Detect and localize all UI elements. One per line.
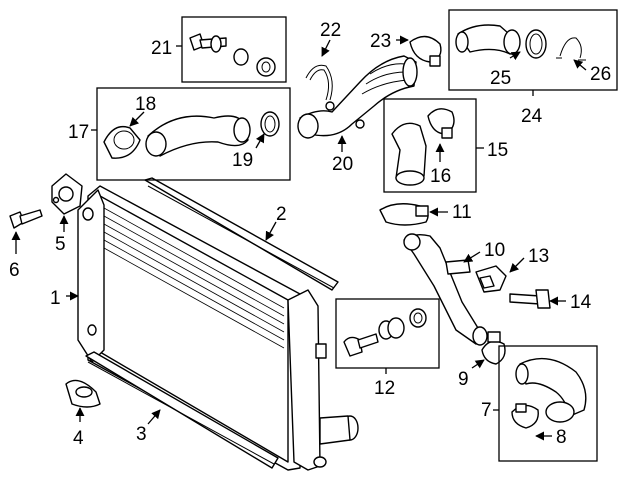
leader-arrows	[11, 35, 587, 441]
hose-kit-17	[96, 87, 291, 181]
label-2: 2	[276, 204, 287, 225]
air-guide-lower	[85, 351, 279, 469]
intercooler	[77, 185, 359, 471]
hose-kit-24	[448, 9, 618, 91]
bolt-14	[509, 289, 551, 309]
label-5: 5	[55, 234, 66, 255]
label-1: 1	[50, 288, 61, 309]
label-16: 16	[430, 166, 451, 187]
label-3: 3	[136, 424, 147, 445]
rubber-mount	[65, 379, 101, 408]
core-fins	[103, 207, 285, 349]
label-4: 4	[73, 428, 84, 449]
charge-pipe-20	[297, 55, 418, 139]
label-25: 25	[490, 68, 511, 89]
label-12: 12	[374, 378, 395, 399]
sensor-kit-12	[335, 298, 440, 369]
label-18: 18	[135, 94, 156, 115]
label-7: 7	[481, 400, 492, 421]
label-14: 14	[570, 292, 592, 313]
label-8: 8	[556, 427, 567, 448]
clamp-23	[409, 35, 442, 67]
label-17: 17	[68, 122, 89, 143]
label-10: 10	[484, 240, 505, 261]
bolt-kit-21	[181, 16, 287, 83]
bracket	[51, 173, 83, 215]
hose-kit-7	[498, 345, 598, 462]
label-9: 9	[458, 369, 469, 390]
label-19: 19	[232, 150, 253, 171]
air-guide-upper	[144, 177, 339, 291]
label-22: 22	[320, 20, 341, 41]
label-13: 13	[528, 246, 549, 267]
label-20: 20	[332, 154, 353, 175]
sensor-13	[475, 265, 507, 293]
clip-22	[305, 64, 333, 101]
hose-kit-15	[383, 98, 477, 193]
label-15: 15	[487, 140, 508, 161]
label-11: 11	[452, 202, 472, 223]
bolt-6	[9, 209, 43, 229]
callout-labels: 1 2 3 4 5 6 7 8 9 10 11 12 13 14 15 16 1…	[9, 20, 611, 449]
label-26: 26	[590, 64, 611, 85]
label-21: 21	[151, 38, 172, 59]
label-24: 24	[521, 106, 543, 127]
clamp-11	[379, 203, 429, 226]
label-23: 23	[370, 31, 391, 52]
pipe-10	[403, 233, 488, 346]
label-6: 6	[9, 260, 20, 281]
